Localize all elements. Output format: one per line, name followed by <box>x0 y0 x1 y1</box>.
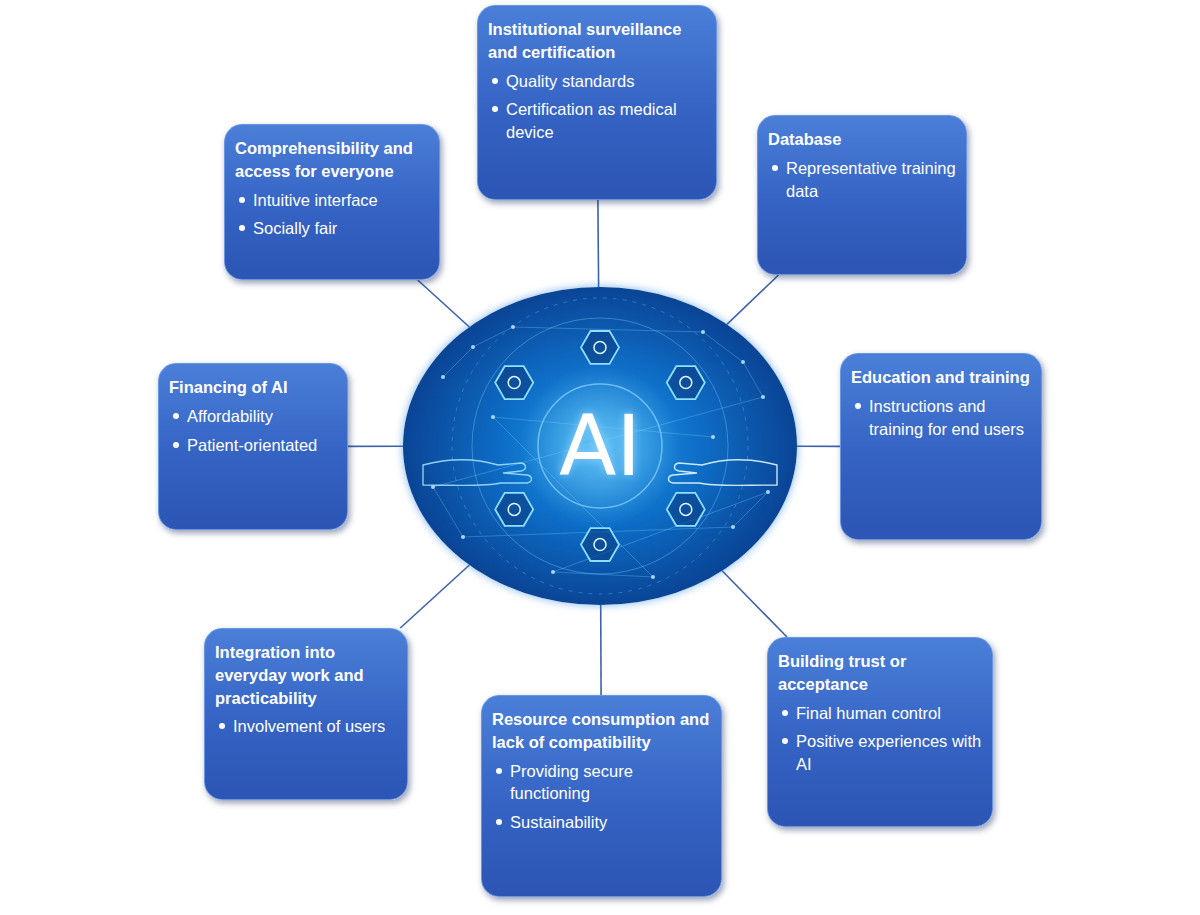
topic-box: Institutional surveillance and certifica… <box>477 5 717 200</box>
box-heading: Financing of AI <box>169 376 337 399</box>
bullet-dot <box>492 78 498 84</box>
connector-line <box>722 571 787 637</box>
connector-line <box>797 445 840 447</box>
bullet-dot <box>782 738 788 744</box>
connector-line <box>727 275 779 324</box>
bullet-dot <box>492 106 498 112</box>
bullet-dot <box>239 225 245 231</box>
bullet-dot <box>782 710 788 716</box>
bullet-row: Patient-orientated <box>173 434 337 457</box>
topic-box: DatabaseRepresentative training data <box>757 115 967 275</box>
topic-box: Integration into everyday work and pract… <box>204 628 408 800</box>
bullet-dot <box>855 403 861 409</box>
bullet-row: Instructions and training for end users <box>855 395 1031 441</box>
box-heading: Resource consumption and lack of compati… <box>492 708 711 754</box>
bullet-text: Quality standards <box>506 70 634 93</box>
bullet-row: Representative training data <box>772 157 956 203</box>
bullet-text: Representative training data <box>786 157 956 203</box>
bullet-text: Instructions and training for end users <box>869 395 1031 441</box>
bullet-text: Intuitive interface <box>253 189 378 212</box>
bullet-dot <box>239 197 245 203</box>
bullet-text: Involvement of users <box>233 715 385 738</box>
bullet-row: Socially fair <box>239 217 429 240</box>
connector-line <box>348 445 403 447</box>
bullet-row: Intuitive interface <box>239 189 429 212</box>
connector-line <box>600 605 602 695</box>
box-heading: Education and training <box>851 366 1031 389</box>
bullet-dot <box>496 819 502 825</box>
center-label: AI <box>403 404 797 488</box>
box-heading: Institutional surveillance and certifica… <box>488 18 706 64</box>
bullet-text: Final human control <box>796 702 941 725</box>
connector-line <box>418 280 470 327</box>
topic-box: Financing of AI AffordabilityPatient-orie… <box>158 363 348 530</box>
box-heading: Database <box>768 128 956 151</box>
connector-line <box>597 200 599 287</box>
box-heading: Integration into everyday work and pract… <box>215 641 397 709</box>
bullet-dot <box>772 165 778 171</box>
bullet-text: Certification as medical device <box>506 98 706 144</box>
bullet-text: Socially fair <box>253 217 337 240</box>
bullet-dot <box>173 442 179 448</box>
bullet-row: Affordability <box>173 405 337 428</box>
bullet-text: Sustainability <box>510 811 607 834</box>
bullet-row: Quality standards <box>492 70 706 93</box>
topic-box: Education and trainingInstructions and t… <box>840 353 1042 540</box>
bullet-text: Providing secure functioning <box>510 760 711 806</box>
bullet-text: Affordability <box>187 405 273 428</box>
topic-box: Building trust or acceptanceFinal human … <box>767 637 993 827</box>
bullet-dot <box>496 768 502 774</box>
bullet-row: Sustainability <box>496 811 711 834</box>
ai-ellipse: AI <box>403 287 797 605</box>
box-heading: Building trust or acceptance <box>778 650 982 696</box>
connector-line <box>400 565 469 628</box>
topic-box: Comprehensibility and access for everyon… <box>224 124 440 280</box>
bullet-text: Patient-orientated <box>187 434 317 457</box>
bullet-row: Final human control <box>782 702 982 725</box>
bullet-dot <box>219 723 225 729</box>
bullet-row: Providing secure functioning <box>496 760 711 806</box>
bullet-text: Positive experiences with AI <box>796 730 982 776</box>
bullet-dot <box>173 413 179 419</box>
bullet-row: Involvement of users <box>219 715 397 738</box>
bullet-row: Certification as medical device <box>492 98 706 144</box>
box-heading: Comprehensibility and access for everyon… <box>235 137 429 183</box>
bullet-row: Positive experiences with AI <box>782 730 982 776</box>
topic-box: Resource consumption and lack of compati… <box>481 695 722 897</box>
